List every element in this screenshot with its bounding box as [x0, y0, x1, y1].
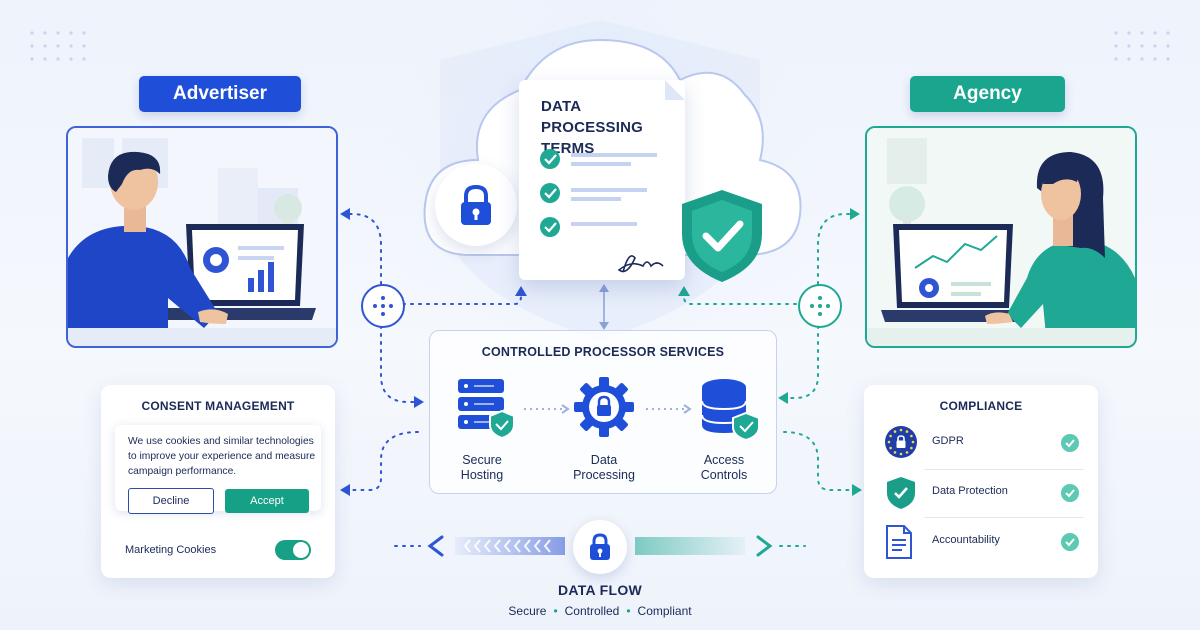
compliance-row-accountability: Accountability [864, 518, 1098, 566]
compliance-label-accountability: Accountability [932, 534, 1000, 546]
agency-badge: Agency [910, 76, 1065, 112]
compliance-title: COMPLIANCE [939, 399, 1023, 413]
compliance-card: COMPLIANCE GDPR Data Protection [864, 385, 1098, 578]
consent-management-card: CONSENT MANAGEMENT We use cookies and si… [101, 385, 335, 578]
marketing-cookies-label: Marketing Cookies [125, 544, 217, 556]
shield-check-icon [682, 190, 762, 282]
data-flow-title: DATA FLOW [557, 582, 643, 598]
cookie-banner: We use cookies and similar technologies … [115, 425, 321, 514]
data-flow-lock-badge [573, 520, 627, 574]
document-checklist [540, 80, 685, 273]
accept-button[interactable]: Accept [225, 489, 309, 513]
data-flow-tag: Compliant [637, 604, 692, 618]
cookie-message: We use cookies and similar technologies … [128, 436, 316, 477]
check-icon [540, 217, 560, 237]
database-shield-icon [701, 379, 760, 441]
security-lock-badge [435, 164, 517, 246]
agency-illustration [865, 126, 1137, 348]
check-circle-icon [1061, 533, 1079, 551]
check-circle-icon [1061, 484, 1079, 502]
dot-grid-left [30, 31, 86, 61]
compliance-row-data-protection: Data Protection [864, 469, 1098, 517]
flow-arrow-icon [646, 404, 692, 414]
flow-arrow-icon [524, 404, 570, 414]
services-title: CONTROLLED PROCESSOR SERVICES [481, 345, 725, 359]
compliance-divider [924, 469, 1084, 470]
gear-lock-icon [574, 377, 634, 437]
compliance-divider [924, 517, 1084, 518]
shield-check-icon [887, 477, 915, 509]
padlock-icon [461, 184, 491, 225]
eu-stars-lock-icon [885, 426, 917, 458]
advertiser-connector-hub [361, 284, 405, 328]
data-flow-tags: Secure•Controlled•Compliant [508, 604, 692, 618]
marketing-cookies-toggle[interactable] [275, 540, 311, 560]
padlock-icon [590, 533, 610, 560]
consent-title: CONSENT MANAGEMENT [141, 399, 295, 413]
data-processing-terms-document: DATA PROCESSING TERMS [519, 80, 685, 280]
compliance-row-gdpr: GDPR [864, 419, 1098, 467]
check-circle-icon [1061, 434, 1079, 452]
dot-grid-right [1114, 31, 1170, 61]
advertiser-badge: Advertiser [139, 76, 301, 112]
agency-connector-hub [798, 284, 842, 328]
toggle-knob [293, 542, 309, 558]
data-flow-tag: Controlled [564, 604, 620, 618]
compliance-label-gdpr: GDPR [932, 435, 964, 447]
check-icon [540, 183, 560, 203]
server-icon [458, 379, 515, 439]
check-icon [540, 149, 560, 169]
decline-button[interactable]: Decline [128, 488, 214, 514]
document-title: DATA PROCESSING TERMS [541, 98, 644, 157]
data-flow-band-teal [635, 537, 745, 555]
document-icon [886, 525, 912, 559]
advertiser-illustration [66, 126, 338, 348]
compliance-label-data-protection: Data Protection [932, 485, 1008, 497]
data-flow-tag: Secure [508, 604, 547, 618]
signature-icon [617, 255, 664, 273]
data-flow-band-blue [455, 537, 565, 555]
